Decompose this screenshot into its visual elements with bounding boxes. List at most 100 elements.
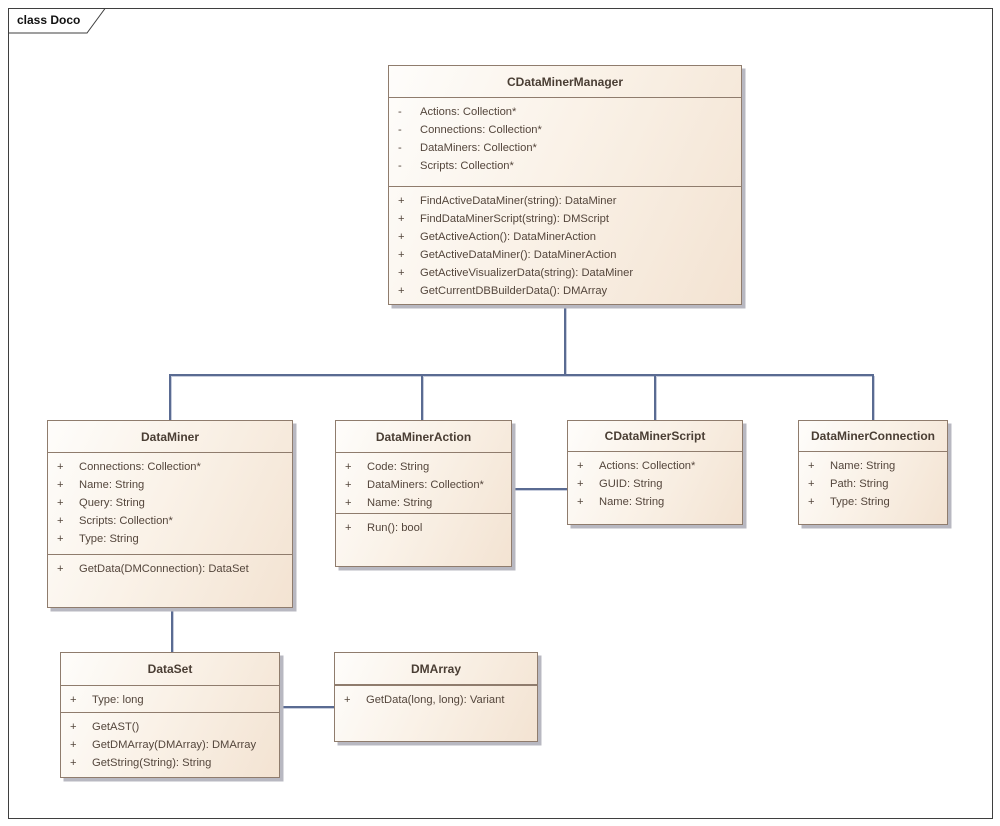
class-box-dataminer[interactable]: DataMiner + Connections: Collection* + Name… <box>47 420 293 608</box>
member-text: GetString(String): String <box>92 757 212 769</box>
connector-bus-to-datamineraction[interactable] <box>421 376 423 420</box>
visibility-symbol: + <box>57 479 64 491</box>
connector-bus-to-cdataminerscript[interactable] <box>654 376 656 420</box>
class-box-dmarray[interactable]: DMArray +GetData(long, long): Variant <box>334 652 538 742</box>
class-title: CDataMinerScript <box>568 421 742 452</box>
attributes-compartment: + Connections: Collection* + Name: String +Q… <box>48 453 292 554</box>
frame-tab <box>8 8 106 34</box>
visibility-symbol: + <box>57 497 64 509</box>
class-box-dataminerconnection[interactable]: DataMinerConnection +Name: String+Path: … <box>798 420 948 525</box>
visibility-symbol: + <box>808 496 815 508</box>
member-row: + DataMiners: Collection* <box>336 476 511 494</box>
connector-dataset-to-dmarray[interactable] <box>280 706 334 708</box>
class-box-dataset[interactable]: DataSet + Type: long + GetAST() + GetDMArray… <box>60 652 280 778</box>
class-title: DataSet <box>61 653 279 686</box>
member-row: +GetActiveAction(): DataMinerAction <box>389 228 741 246</box>
member-row: +Name: String <box>336 494 511 512</box>
visibility-symbol: + <box>398 267 405 279</box>
visibility-symbol: - <box>398 106 402 118</box>
member-row: -Connections: Collection* <box>389 121 741 139</box>
member-text: GetActiveVisualizerData(string): DataMin… <box>420 267 634 279</box>
methods-compartment: + Run(): bool <box>336 513 511 566</box>
class-title: CDataMinerManager <box>389 66 741 98</box>
member-row: +GetData(DMConnection): DataSet <box>48 560 292 578</box>
member-row: +GetCurrentDBBuilderData(): DMArray <box>389 282 741 300</box>
connector-action-to-script[interactable] <box>512 488 567 490</box>
member-row: + Type: String <box>799 493 947 511</box>
member-text: Actions: Collection* <box>599 460 696 472</box>
member-row: +GetString(String): String <box>61 754 279 772</box>
class-box-cdataminerscript[interactable]: CDataMinerScript + Actions: Collection* + G… <box>567 420 743 525</box>
attributes-compartment: - Actions: Collection* -Connections: Colle… <box>389 98 741 186</box>
visibility-symbol: + <box>57 461 64 473</box>
member-row: + Type: long <box>61 691 279 709</box>
visibility-symbol: + <box>398 231 405 243</box>
visibility-symbol: + <box>345 522 352 534</box>
frame-tab-label: class Doco <box>17 13 81 27</box>
visibility-symbol: + <box>345 479 352 491</box>
class-box-cdataminermanager[interactable]: CDataMinerManager -Actions: Collection*-… <box>388 65 742 305</box>
visibility-symbol: + <box>57 533 64 545</box>
member-row: + Code: String <box>336 458 511 476</box>
attributes-compartment: + Code: String + DataMiners: Collection* +Na… <box>336 453 511 513</box>
member-row: +Type: String <box>48 530 292 548</box>
member-text: Name: String <box>830 460 896 472</box>
visibility-symbol: + <box>398 249 405 261</box>
visibility-symbol: + <box>577 460 584 472</box>
class-title: DMArray <box>335 653 537 685</box>
member-row: + GetActiveDataMiner(): DataMinerAction <box>389 246 741 264</box>
member-row: + GetActiveVisualizerData(string): DataMi… <box>389 264 741 282</box>
member-text: Scripts: Collection* <box>420 160 514 172</box>
visibility-symbol: + <box>577 478 584 490</box>
methods-compartment: +GetData(DMConnection): DataSet <box>48 554 292 607</box>
member-row: +GetData(long, long): Variant <box>335 691 537 709</box>
member-text: GUID: String <box>599 478 663 490</box>
member-text: Name: String <box>79 479 145 491</box>
methods-compartment: +GetAST()+GetDMArray(DMArray): DMArray+G… <box>61 712 279 777</box>
member-row: + Connections: Collection* <box>48 458 292 476</box>
methods-compartment: +GetData(long, long): Variant <box>335 685 537 741</box>
member-text: Code: String <box>367 461 430 473</box>
visibility-symbol: + <box>577 496 584 508</box>
class-title: DataMinerAction <box>336 421 511 453</box>
visibility-symbol: + <box>70 694 77 706</box>
attributes-compartment: + Type: long <box>61 686 279 712</box>
member-row: +Query: String <box>48 494 292 512</box>
attributes-compartment: +Name: String+Path: String+Type: String <box>799 452 947 524</box>
member-text: GetDMArray(DMArray): DMArray <box>92 739 257 751</box>
member-text: Actions: Collection* <box>420 106 517 118</box>
visibility-symbol: + <box>808 478 815 490</box>
class-box-datamineraction[interactable]: DataMinerAction + Code: String + DataMiners… <box>335 420 512 567</box>
member-row: + Name: String <box>799 457 947 475</box>
visibility-symbol: + <box>345 461 352 473</box>
member-text: DataMiners: Collection* <box>367 479 484 491</box>
member-text: DataMiners: Collection* <box>420 142 537 154</box>
member-row: - Scripts: Collection* <box>389 157 741 175</box>
member-text: Name: String <box>599 496 665 508</box>
member-row: +FindActiveDataMiner(string): DataMiner <box>389 192 741 210</box>
connector-dataminer-to-dataset[interactable] <box>171 608 173 652</box>
visibility-symbol: + <box>70 721 77 733</box>
member-text: GetData(DMConnection): DataSet <box>79 563 249 575</box>
visibility-symbol: + <box>808 460 815 472</box>
member-row: - Actions: Collection* <box>389 103 741 121</box>
member-text: Connections: Collection* <box>79 461 201 473</box>
visibility-symbol: - <box>398 160 402 172</box>
connector-bus-to-dataminerconnection[interactable] <box>872 376 874 420</box>
connector-bus[interactable] <box>169 374 874 376</box>
member-row: + FindDataMinerScript(string): DMScript <box>389 210 741 228</box>
class-title: DataMiner <box>48 421 292 453</box>
connector-bus-to-dataminer[interactable] <box>169 376 171 420</box>
visibility-symbol: + <box>398 213 405 225</box>
member-text: Run(): bool <box>367 522 423 534</box>
member-text: FindDataMinerScript(string): DMScript <box>420 213 609 225</box>
member-text: Type: String <box>830 496 890 508</box>
member-text: GetActiveDataMiner(): DataMinerAction <box>420 249 617 261</box>
member-text: GetData(long, long): Variant <box>366 694 505 706</box>
member-text: GetAST() <box>92 721 140 733</box>
visibility-symbol: - <box>398 142 402 154</box>
member-row: + Name: String <box>48 476 292 494</box>
member-text: Type: long <box>92 694 144 706</box>
connector-manager-to-bus[interactable] <box>564 305 566 375</box>
